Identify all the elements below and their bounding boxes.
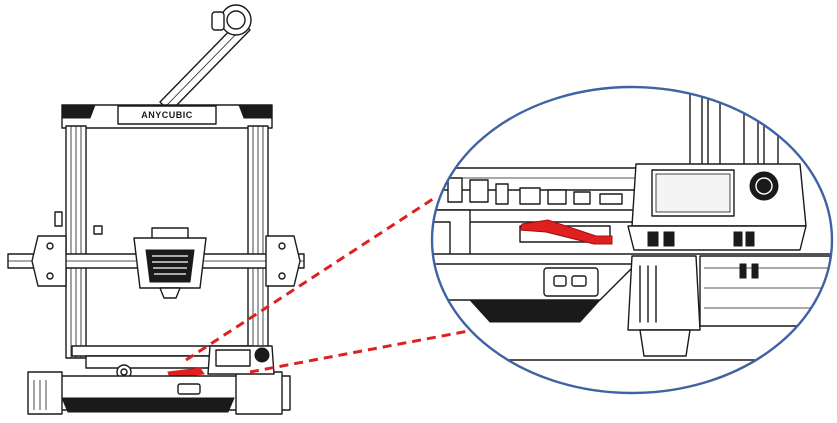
- print-head: [134, 228, 206, 298]
- printer-base: [28, 372, 290, 414]
- control-panel: [208, 346, 274, 374]
- magnified-detail: [420, 80, 837, 400]
- filament-spool-holder: [160, 5, 251, 112]
- brand-logo: ANYCUBIC: [141, 110, 193, 120]
